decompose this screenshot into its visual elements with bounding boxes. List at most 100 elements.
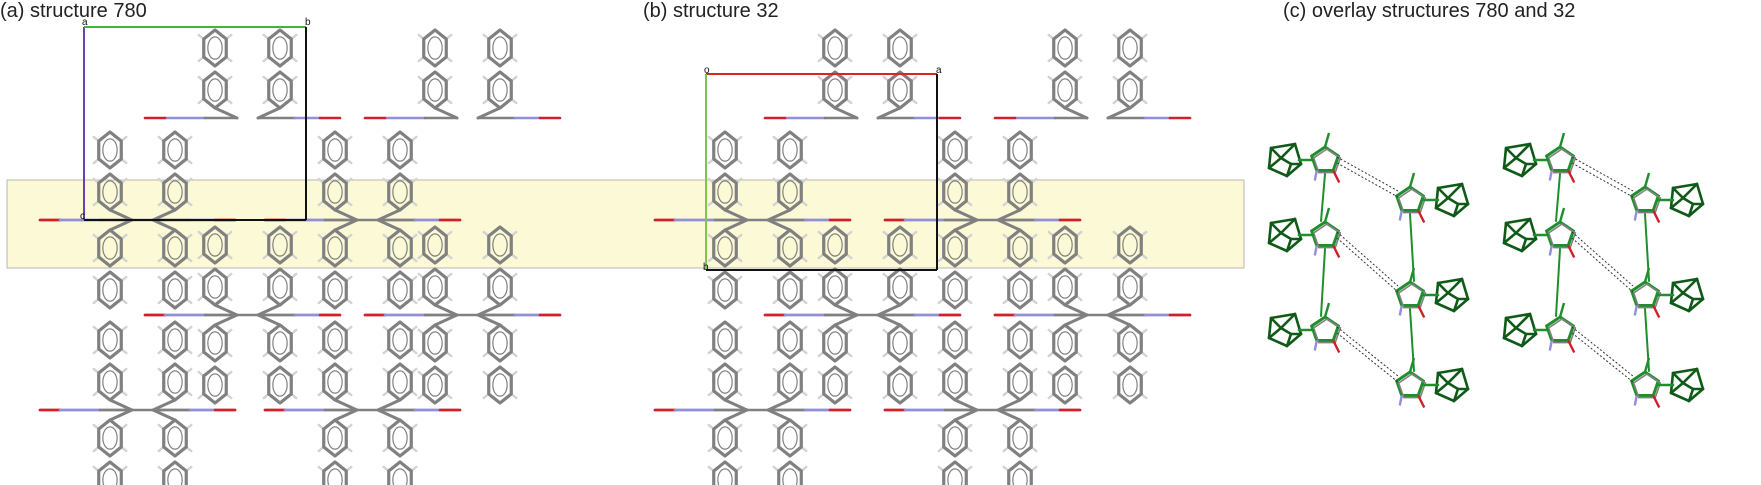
ring-bonds (422, 267, 448, 307)
phenyl-ring (482, 28, 518, 68)
ring-bonds (97, 320, 123, 360)
ring-bonds (942, 320, 968, 360)
aromatic-circle (782, 426, 798, 450)
aromatic-circle (272, 373, 288, 397)
molecule-layer (38, 28, 1192, 485)
aromatic-circle (1122, 78, 1138, 102)
aromatic-circle (782, 180, 798, 204)
ring-bonds (267, 225, 293, 265)
aromatic-circle (892, 78, 908, 102)
ring-bonds (1052, 267, 1078, 307)
aromatic-circle (947, 236, 963, 260)
aromatic-circle (827, 233, 843, 257)
ring-bonds-overlay (1632, 283, 1662, 309)
cage-bond (1436, 277, 1464, 285)
ring-bonds (422, 323, 448, 363)
cage-group (1669, 367, 1705, 403)
phenyl-ring (1112, 323, 1148, 363)
carbonyl-bond (1652, 394, 1661, 409)
ring-bonds (267, 70, 293, 110)
cage-bond (1502, 316, 1508, 340)
phenyl-ring (382, 418, 418, 458)
cage-bond (1695, 367, 1705, 391)
overlay-layer (1267, 132, 1705, 409)
aromatic-circle (492, 78, 508, 102)
cage-bond (1434, 381, 1450, 395)
aromatic-circle (1057, 275, 1073, 299)
phenyl-ring (1112, 225, 1148, 265)
cage-group (1267, 217, 1303, 253)
aromatic-circle (717, 370, 733, 394)
phenyl-ring (417, 267, 453, 307)
ring-bonds (97, 460, 123, 485)
amine-bond (1398, 210, 1403, 221)
five-ring (1394, 267, 1427, 319)
phenyl-ring (157, 270, 193, 310)
aromatic-circle (892, 373, 908, 397)
aromatic-circle (947, 328, 963, 352)
chain-link (1555, 248, 1561, 317)
aromatic-circle (827, 78, 843, 102)
aromatic-circle (1057, 78, 1073, 102)
ring-bonds (887, 70, 913, 110)
unit-cell-780: a b c (80, 17, 311, 222)
five-ring (1544, 132, 1577, 184)
stem-bond (333, 408, 359, 422)
ring-bonds (1007, 362, 1033, 402)
phenyl-ring (1112, 70, 1148, 110)
cage-group (1669, 182, 1705, 218)
ring-bonds (712, 320, 738, 360)
phenyl-ring (197, 225, 233, 265)
five-ring (1629, 172, 1662, 224)
ring-bonds (1052, 323, 1078, 363)
ring-bonds (487, 28, 513, 68)
ring-bonds-overlay (1632, 373, 1662, 399)
hydrogen-bond (1571, 237, 1634, 293)
phenyl-ring (1112, 267, 1148, 307)
phenyl-ring (382, 460, 418, 485)
molecule-pair (993, 225, 1192, 317)
ring-bonds (1007, 460, 1033, 485)
phenyl-ring (482, 70, 518, 110)
cage-bond (1504, 146, 1518, 160)
cage-bond (1434, 186, 1440, 210)
cage-bond (1434, 301, 1456, 313)
five-ring (1394, 172, 1427, 224)
ring-bonds (322, 270, 348, 310)
molecule-pair (143, 28, 342, 120)
stem-bond (213, 303, 239, 317)
phenyl-ring (92, 418, 128, 458)
ring-bonds (162, 130, 188, 170)
carbonyl-bond (1567, 169, 1576, 184)
molecule-pair (38, 408, 237, 485)
aromatic-circle (167, 468, 183, 485)
ring-bonds (387, 320, 413, 360)
stem-bond (476, 106, 502, 120)
phenyl-ring (817, 28, 853, 68)
five-ring (1309, 302, 1342, 354)
stem-bond (476, 303, 502, 317)
ring-bonds-overlay (1547, 148, 1577, 174)
cage-group (1434, 277, 1470, 313)
cage-bond (1695, 277, 1705, 301)
carbonyl-bond (1332, 169, 1341, 184)
cage-bond (1446, 367, 1464, 385)
cage-bond (1267, 221, 1273, 245)
ring-bonds (1007, 418, 1033, 458)
aromatic-circle (427, 373, 443, 397)
stem-bond (1106, 106, 1132, 120)
cage-bond (1687, 297, 1695, 313)
chain-link (1644, 308, 1650, 372)
ring-bonds (887, 267, 913, 307)
cage-bond (1671, 182, 1699, 190)
cage-bond (1285, 162, 1303, 178)
aromatic-circle (1012, 468, 1028, 485)
cage-bond (1452, 387, 1470, 403)
cage-bond (1267, 316, 1273, 340)
ring-bonds (267, 365, 293, 405)
ring-bonds (487, 225, 513, 265)
phenyl-ring (707, 460, 743, 485)
stem-bond (108, 218, 134, 232)
stem-bond (876, 106, 902, 120)
phenyl-ring (707, 270, 743, 310)
